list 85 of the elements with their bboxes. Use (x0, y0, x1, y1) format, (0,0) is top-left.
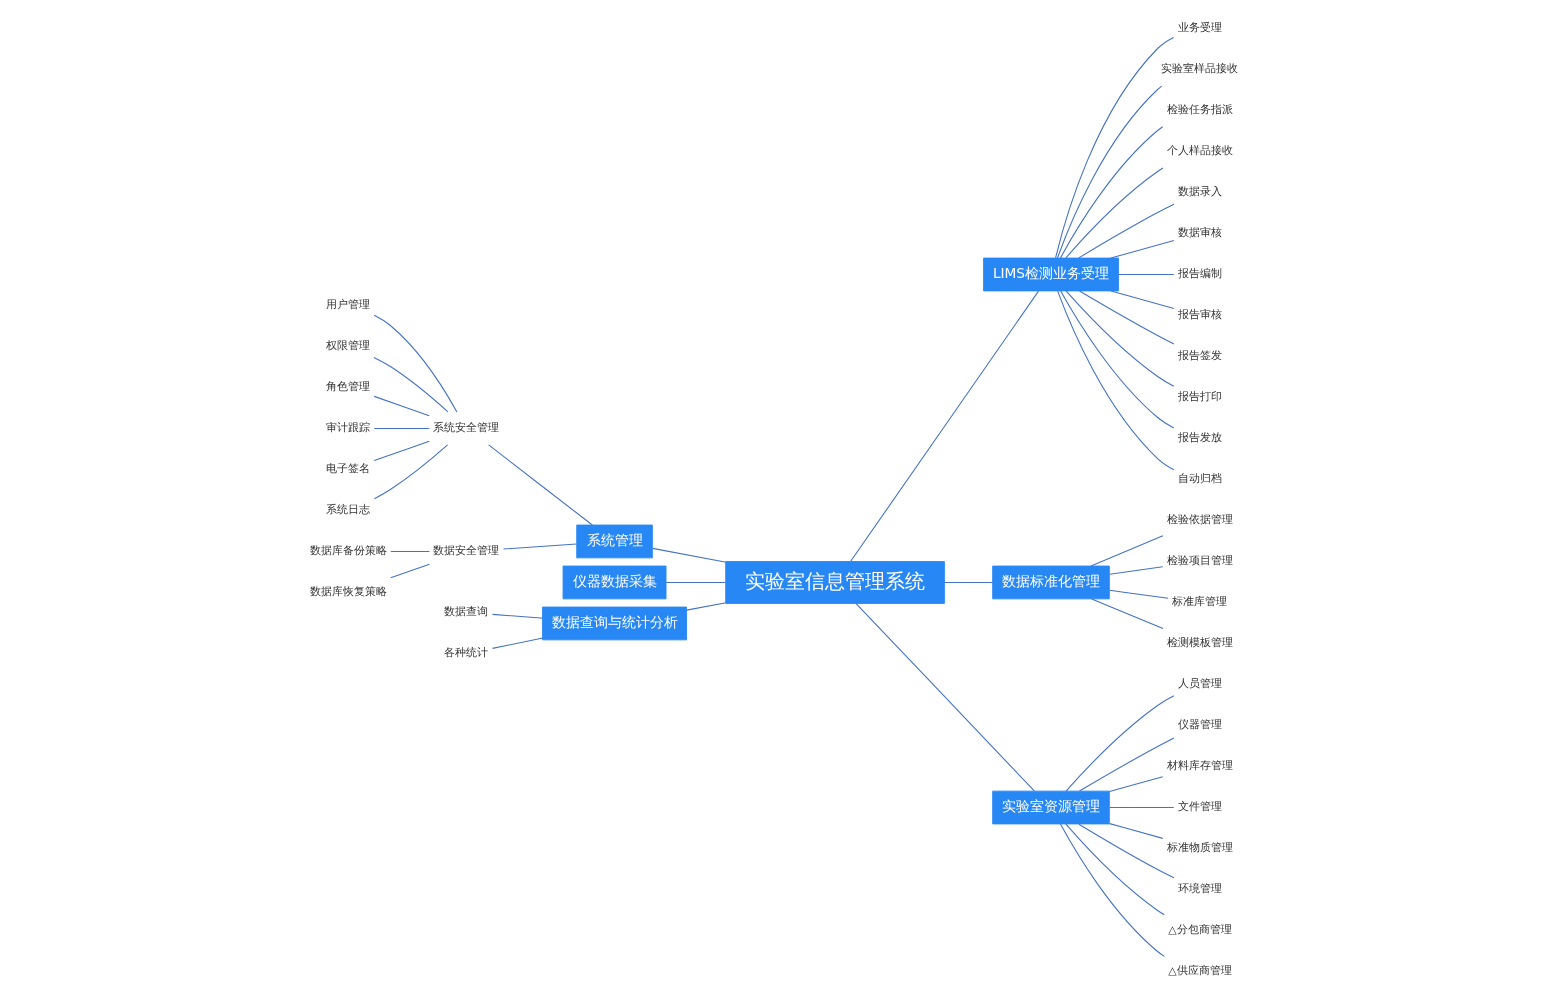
node-text: 仪器管理 (1177, 718, 1222, 732)
connector (487, 444, 593, 526)
node-text: 检验任务指派 (1166, 103, 1233, 117)
node-text: 数据库恢复策略 (309, 585, 387, 599)
connector (1065, 695, 1174, 792)
node-text: 审计跟踪 (325, 421, 370, 435)
node-text: 数据查询 (443, 605, 488, 619)
node-text: 用户管理 (325, 298, 370, 312)
node-text: 标准物质管理 (1166, 841, 1233, 855)
connector (1059, 126, 1163, 259)
connector (1064, 167, 1163, 259)
connector (1059, 823, 1165, 957)
node-text: 报告编制 (1177, 267, 1222, 281)
node-text: 系统安全管理 (432, 421, 499, 435)
node-text: 电子签名 (325, 462, 370, 476)
connector (1077, 823, 1174, 879)
node-text: 数据库备份策略 (309, 544, 387, 558)
connector (1109, 239, 1174, 259)
connector (943, 581, 993, 583)
node-text: 数据审核 (1177, 226, 1222, 240)
node-text: 人员管理 (1177, 677, 1222, 691)
node-box: LIMS检测业务受理 (982, 257, 1119, 292)
node-box: 实验室信息管理系统 (724, 561, 945, 604)
node-text: △供应商管理 (1167, 964, 1232, 978)
connector (1059, 290, 1174, 429)
node-text: 检测模板管理 (1166, 636, 1233, 650)
node-text: 环境管理 (1177, 882, 1222, 896)
node-text: 报告发放 (1177, 431, 1222, 445)
node-text: 文件管理 (1177, 800, 1222, 814)
node-text: 材料库存管理 (1166, 759, 1233, 773)
node-text: 各种统计 (443, 646, 488, 660)
connector (1064, 823, 1165, 916)
connector (1054, 36, 1174, 259)
connector (491, 613, 543, 619)
connector (1078, 737, 1174, 792)
node-text: 实验室样品接收 (1160, 62, 1238, 76)
node-text: 标准库管理 (1171, 595, 1227, 609)
connector (651, 547, 726, 563)
node-text: 报告签发 (1177, 349, 1222, 363)
node-box: 数据标准化管理 (991, 565, 1110, 600)
node-text: 数据录入 (1177, 185, 1222, 199)
node-text: △分包商管理 (1167, 923, 1232, 937)
connector (1065, 290, 1174, 387)
node-text: 数据安全管理 (432, 544, 499, 558)
node-text: 系统日志 (325, 503, 370, 517)
connector (1109, 290, 1174, 309)
connector (1078, 290, 1174, 345)
connector (389, 550, 430, 553)
connector (665, 581, 726, 583)
node-text: 业务受理 (1177, 21, 1222, 35)
connector (1090, 598, 1164, 630)
connector (373, 444, 448, 500)
connector (373, 314, 457, 413)
node-box: 仪器数据采集 (562, 565, 666, 600)
connector (1089, 535, 1163, 567)
connector (1108, 589, 1169, 599)
node-box: 实验室资源管理 (991, 790, 1110, 825)
connector (372, 356, 448, 413)
node-text: 检验依据管理 (1166, 513, 1233, 527)
connector (373, 440, 430, 462)
node-box: 数据查询与统计分析 (541, 606, 687, 641)
connector (855, 603, 1035, 792)
node-text: 报告打印 (1177, 390, 1222, 404)
node-text: 角色管理 (325, 380, 370, 394)
connector (1056, 85, 1162, 259)
connector (1077, 203, 1174, 259)
connector (849, 290, 1039, 562)
connector (389, 563, 430, 579)
node-text: 报告审核 (1177, 308, 1222, 322)
connector (1108, 566, 1163, 575)
connector (1108, 823, 1163, 839)
node-text: 个人样品接收 (1166, 144, 1233, 158)
connector (685, 602, 726, 611)
connector (491, 637, 543, 649)
connector (502, 543, 577, 550)
connector (1108, 776, 1163, 792)
connector (1117, 273, 1174, 276)
connector (1056, 290, 1174, 471)
connector (1108, 807, 1174, 809)
connector (373, 395, 430, 417)
connector (373, 427, 430, 429)
node-text: 检验项目管理 (1166, 554, 1233, 568)
node-box: 系统管理 (575, 524, 653, 559)
node-text: 权限管理 (325, 339, 370, 353)
node-text: 自动归档 (1177, 472, 1222, 486)
